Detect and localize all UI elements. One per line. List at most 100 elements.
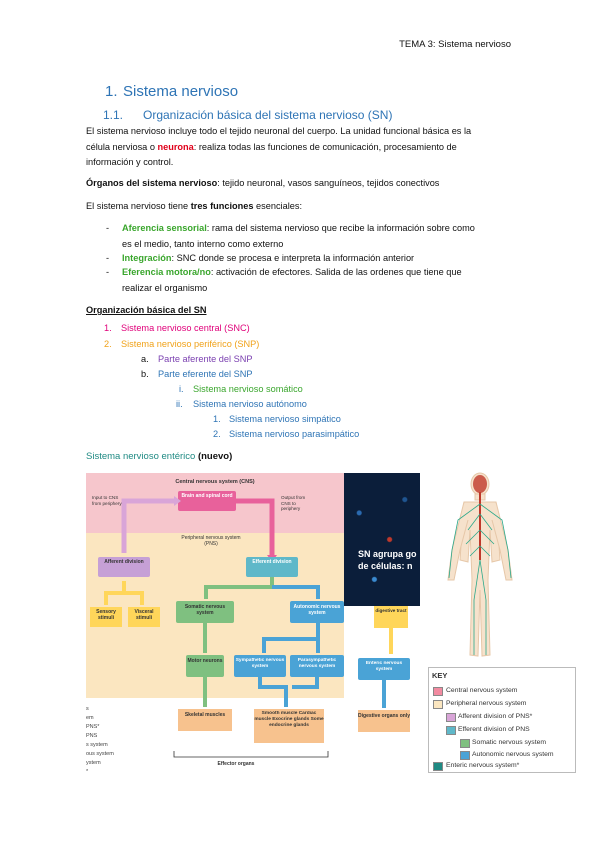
cropped-key-text: s bbox=[86, 706, 89, 712]
key-swatch bbox=[433, 687, 443, 696]
cropped-key-text: ystem bbox=[86, 760, 101, 766]
intro-line-1: El sistema nervioso incluye todo el teji… bbox=[86, 126, 472, 136]
outline-text: Sistema nervioso simpático bbox=[229, 414, 341, 424]
cropped-key-text: ous system bbox=[86, 751, 114, 757]
somatic-arrow bbox=[204, 577, 274, 599]
somatic-label: Somatic nervous system bbox=[184, 604, 226, 616]
enteric-bold: (nuevo) bbox=[197, 451, 233, 462]
photo-caption-line: de células: n bbox=[358, 561, 413, 571]
motor-label: Motor neurons bbox=[187, 658, 223, 664]
sensory-label: Sensory stimuli bbox=[96, 609, 116, 621]
page-header: TEMA 3: Sistema nervioso bbox=[399, 39, 511, 50]
cns-title: Central nervous system (CNS) bbox=[175, 479, 254, 485]
smooth-box bbox=[254, 709, 324, 743]
efferent-label: Efferent division bbox=[252, 559, 292, 565]
skeletal-label: Skeletal muscles bbox=[184, 712, 226, 718]
key-swatch bbox=[460, 739, 470, 748]
outline-item: a. Parte aferente del SNP bbox=[141, 354, 252, 364]
enteric-diagram: Stimuli in digestive tract Enteric nervo… bbox=[358, 600, 410, 732]
outline-marker: 2. bbox=[104, 339, 112, 349]
outline-item: ii. Sistema nervioso autónomo bbox=[176, 399, 307, 409]
list-item: - Integración: SNC donde se procesa e in… bbox=[106, 251, 516, 267]
output-label: Output from CNS to periphery bbox=[281, 495, 306, 512]
organos-text: : tejido neuronal, vasos sanguíneos, tej… bbox=[217, 178, 440, 188]
list-term: Aferencia sensorial bbox=[122, 223, 207, 233]
heading-1-title: Sistema nervioso bbox=[123, 83, 239, 100]
organos-paragraph: Órganos del sistema nervioso: tejido neu… bbox=[86, 176, 526, 192]
list-item: - Aferencia sensorial: rama del sistema … bbox=[106, 221, 516, 253]
enteric-ns-label: Enteric nervous system bbox=[365, 661, 403, 672]
list-text: : SNC donde se procesa e interpreta la i… bbox=[171, 253, 415, 263]
key-row: Afferent division of PNS* bbox=[458, 713, 533, 720]
list-text: es el medio, tanto interno como externo bbox=[122, 238, 284, 249]
key-swatch bbox=[433, 700, 443, 709]
outline-text: Parte eferente del SNP bbox=[158, 369, 253, 379]
outline-text: Sistema nervioso somático bbox=[193, 384, 303, 394]
photo-texture bbox=[344, 473, 420, 606]
input-label: Input to CNS from periphery bbox=[92, 495, 122, 506]
outline-item: i. Sistema nervioso somático bbox=[179, 384, 303, 394]
list-dash: - bbox=[106, 253, 110, 263]
intro-text: : realiza todas las funciones de comunic… bbox=[193, 141, 457, 152]
list-term: Eferencia motora/no bbox=[122, 267, 211, 277]
sympathetic-box bbox=[234, 655, 286, 677]
outline-text: Sistema nervioso autónomo bbox=[193, 399, 307, 409]
list-text: : activación de efectores. Salida de las… bbox=[210, 267, 462, 277]
smooth-label: Smooth muscle Cardiac muscle Exocrine gl… bbox=[254, 711, 324, 728]
key-row: Somatic nervous system bbox=[472, 739, 547, 746]
organizacion-title: Organización básica del SN bbox=[86, 305, 207, 315]
heading-2: 1.1.Organización básica del sistema nerv… bbox=[103, 108, 392, 122]
outline-marker: a. bbox=[141, 354, 149, 364]
motor-box bbox=[186, 655, 224, 677]
outline-marker: 2. bbox=[213, 429, 221, 439]
outline-marker: ii. bbox=[176, 399, 183, 409]
brain-icon bbox=[473, 475, 487, 493]
intro-line-2: célula nerviosa o neurona: realiza todas… bbox=[86, 140, 526, 156]
funciones-text: El sistema nervioso tiene bbox=[86, 201, 191, 211]
outline-text: Parte aferente del SNP bbox=[158, 354, 253, 364]
outline-marker: 1. bbox=[213, 414, 221, 424]
intro-text: célula nerviosa o bbox=[86, 141, 158, 152]
autonomic-box bbox=[290, 601, 344, 623]
outline-text: Sistema nervioso parasimpático bbox=[229, 429, 360, 439]
outline-marker: 1. bbox=[104, 323, 112, 333]
visceral-box bbox=[128, 607, 160, 627]
heading-2-title: Organización básica del sistema nervioso… bbox=[143, 108, 393, 122]
effector-bracket bbox=[173, 751, 329, 758]
enteric-line: Sistema nervioso entérico (nuevo) bbox=[86, 451, 232, 462]
autonomic-arrow bbox=[272, 585, 320, 599]
heading-1: 1.Sistema nervioso bbox=[105, 83, 238, 100]
outline-item: b.Parte eferente del SNP bbox=[141, 369, 252, 379]
autonomic-label: Autonomic nervous system bbox=[293, 604, 341, 616]
cropped-key-text: PNS* bbox=[86, 724, 100, 730]
diagram-key: KEY Central nervous system Peripheral ne… bbox=[428, 667, 576, 773]
skeletal-box bbox=[178, 709, 232, 731]
outline-item: 1. Sistema nervioso simpático bbox=[213, 414, 341, 424]
sympathetic-arrow bbox=[262, 623, 320, 653]
somatic-box bbox=[176, 601, 234, 623]
cropped-key-text: PNS bbox=[86, 733, 98, 739]
outline-item: 1.Sistema nervioso central (SNC) bbox=[104, 323, 250, 333]
efferent-arrow bbox=[236, 498, 275, 555]
visceral-label: Visceral stimuli bbox=[134, 609, 154, 621]
funciones-bold: tres funciones bbox=[190, 201, 254, 211]
outline-marker: i. bbox=[179, 384, 184, 394]
cropped-key-text: * bbox=[86, 769, 89, 775]
intro-line-3: información y control. bbox=[86, 157, 174, 167]
cropped-key-text: em bbox=[86, 715, 94, 721]
key-row: Enteric nervous system* bbox=[446, 762, 520, 769]
outline-text: Sistema nervioso periférico (SNP) bbox=[121, 339, 260, 349]
cropped-key-text: s system bbox=[86, 742, 108, 748]
key-row: Central nervous system bbox=[446, 687, 518, 694]
digestive-label: Digestive organs only bbox=[358, 713, 410, 719]
list-item: - Eferencia motora/no: activación de efe… bbox=[106, 265, 516, 297]
afferent-label: Afferent division bbox=[104, 559, 144, 565]
key-swatch bbox=[433, 762, 443, 771]
key-row: Autonomic nervous system bbox=[472, 751, 554, 758]
pns-title: Peripheral nervous system (PNS) bbox=[181, 535, 241, 547]
arrowhead-icon bbox=[174, 496, 181, 506]
organos-label: Órganos del sistema nervioso bbox=[86, 178, 218, 188]
funciones-paragraph: El sistema nervioso tiene tres funciones… bbox=[86, 199, 526, 215]
